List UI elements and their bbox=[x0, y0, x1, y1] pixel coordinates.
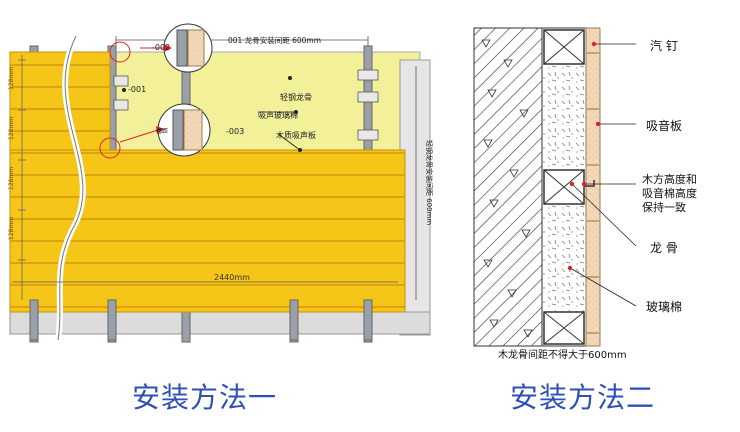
panel-main bbox=[9, 149, 406, 313]
detail-circle-003 bbox=[99, 103, 211, 159]
keel-clips bbox=[113, 69, 379, 141]
label-keel: 龙 骨 bbox=[650, 241, 678, 255]
caption-method1: 安装方法一 bbox=[132, 381, 278, 414]
pointer-lines bbox=[569, 43, 637, 307]
label-keel: 轻钢龙骨 bbox=[280, 92, 312, 102]
pointer-dots bbox=[567, 41, 601, 271]
side-dimension-label: 轻钢龙骨安装间距 600mm bbox=[425, 140, 434, 225]
label-wool: 玻璃棉 bbox=[646, 300, 682, 314]
label-nail: 汽 钉 bbox=[650, 38, 678, 53]
callout-001: -001 bbox=[128, 85, 146, 94]
method2-diagram: 汽 钉 吸音板 木方高度和 吸音棉高度 保持一致 龙 骨 玻璃棉 木龙骨间距不得… bbox=[473, 27, 697, 361]
acoustic-board bbox=[585, 27, 601, 347]
svg-text:128mm: 128mm bbox=[8, 117, 15, 140]
left-dimension-ticks bbox=[18, 55, 26, 300]
bottom-note: 木龙骨间距不得大于600mm bbox=[498, 348, 627, 361]
label-glass-wool: 吸声玻璃棉 bbox=[258, 110, 298, 120]
callout-003: -003 bbox=[226, 127, 244, 136]
concrete-wall bbox=[473, 27, 543, 347]
width-dimension-label: 2440mm bbox=[214, 273, 250, 282]
svg-text:128mm: 128mm bbox=[8, 67, 15, 90]
panel-spacing-labels: 128mm 128mm 128mm 128mm bbox=[8, 67, 15, 240]
label-note-3: 保持一致 bbox=[642, 200, 686, 214]
label-board: 吸音板 bbox=[646, 118, 682, 133]
label-note-2: 吸音棉高度 bbox=[642, 186, 697, 200]
board-grooves bbox=[586, 52, 600, 334]
label-wood-panel: 木质吸声板 bbox=[276, 130, 316, 140]
svg-text:128mm: 128mm bbox=[8, 167, 15, 190]
groove-label: 槽距 bbox=[156, 127, 168, 135]
caption-method2: 安装方法二 bbox=[510, 381, 656, 414]
callout-002: -002 bbox=[152, 43, 170, 52]
detail-circle-002 bbox=[109, 23, 213, 73]
wood-keels bbox=[543, 29, 585, 345]
svg-text:128mm: 128mm bbox=[8, 217, 15, 240]
method1-diagram: 001 龙骨安装间距 600mm 轻钢龙骨安装间距 600mm 2440mm -… bbox=[8, 23, 434, 343]
label-note-1: 木方高度和 bbox=[642, 172, 697, 186]
wall-triangles bbox=[481, 39, 533, 338]
nail-mark bbox=[584, 180, 595, 187]
top-dimension-label: 001 龙骨安装间距 600mm bbox=[228, 35, 321, 45]
